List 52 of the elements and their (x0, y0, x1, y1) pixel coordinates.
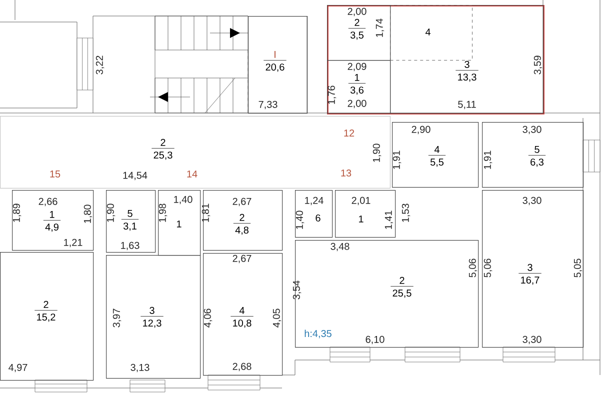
dimension-label: 14,54 (123, 172, 148, 180)
dimension-label: 2,09 (348, 62, 366, 72)
dimension-label: 2,68 (232, 362, 252, 372)
dimension-label: 1,40 (296, 210, 304, 229)
dimension-label: 6,10 (366, 336, 384, 344)
dimension-label: 1,53 (402, 204, 410, 222)
dimension-label: 1,24 (305, 196, 324, 206)
dimension-label: 1,76 (328, 86, 336, 104)
dimension-label: 7,33 (258, 100, 278, 110)
dimension-label: 1,81 (202, 204, 210, 222)
dimension-label: 2,67 (232, 198, 252, 206)
dimension-label: 1,41 (384, 210, 394, 229)
dimension-label: 3,30 (522, 336, 542, 344)
dimension-label: 1,98 (158, 204, 168, 222)
dimension-label: 1,80 (84, 204, 92, 223)
callout-number: 12 (344, 130, 354, 136)
dimension-label: 2,01 (352, 196, 370, 206)
dimension-label: 4,05 (272, 308, 282, 328)
dimension-label: 3,59 (534, 56, 542, 74)
dimension-label: 3,30 (522, 126, 542, 134)
dimension-label: 3,22 (96, 56, 104, 74)
dimension-label: 3,54 (292, 280, 302, 300)
dimension-label: 1,91 (392, 150, 402, 169)
dimension-label: 2,00 (348, 100, 366, 108)
apartment-outline (327, 5, 544, 114)
dimension-label: 1,89 (12, 204, 22, 222)
callout-number: 14 (187, 170, 198, 178)
dimension-label: 1,90 (372, 144, 382, 162)
dimension-label: 2,67 (232, 254, 252, 264)
dimension-label: 5,11 (458, 100, 476, 110)
dimension-label: 1,91 (484, 150, 492, 169)
dimension-label: 3,13 (130, 364, 150, 372)
dimension-label: 4,06 (204, 308, 212, 328)
dimension-label: 1,90 (106, 204, 116, 222)
dimension-label: 3,97 (112, 308, 122, 328)
dimension-label: 1,74 (376, 18, 384, 37)
room: 4 (390, 5, 472, 60)
dimension-label: 5,05 (574, 258, 582, 278)
dimension-label: 1,40 (174, 196, 192, 204)
dimension-label: 2,90 (412, 126, 430, 134)
dimension-label: 3,48 (330, 242, 350, 252)
callout-number: 15 (50, 170, 60, 178)
dimension-label: 2,00 (348, 8, 366, 16)
dimension-label: 4,97 (8, 364, 28, 372)
dimension-label: 3,30 (522, 196, 542, 206)
dimension-label: 1,63 (121, 242, 140, 250)
dimension-label: 1,21 (64, 238, 82, 248)
dimension-label: 2,66 (38, 198, 58, 206)
dimension-label: 5,06 (468, 258, 478, 278)
dimension-label: 5,06 (484, 258, 492, 278)
height-label: h:4,35 (304, 330, 332, 338)
callout-number: 13 (341, 169, 352, 177)
